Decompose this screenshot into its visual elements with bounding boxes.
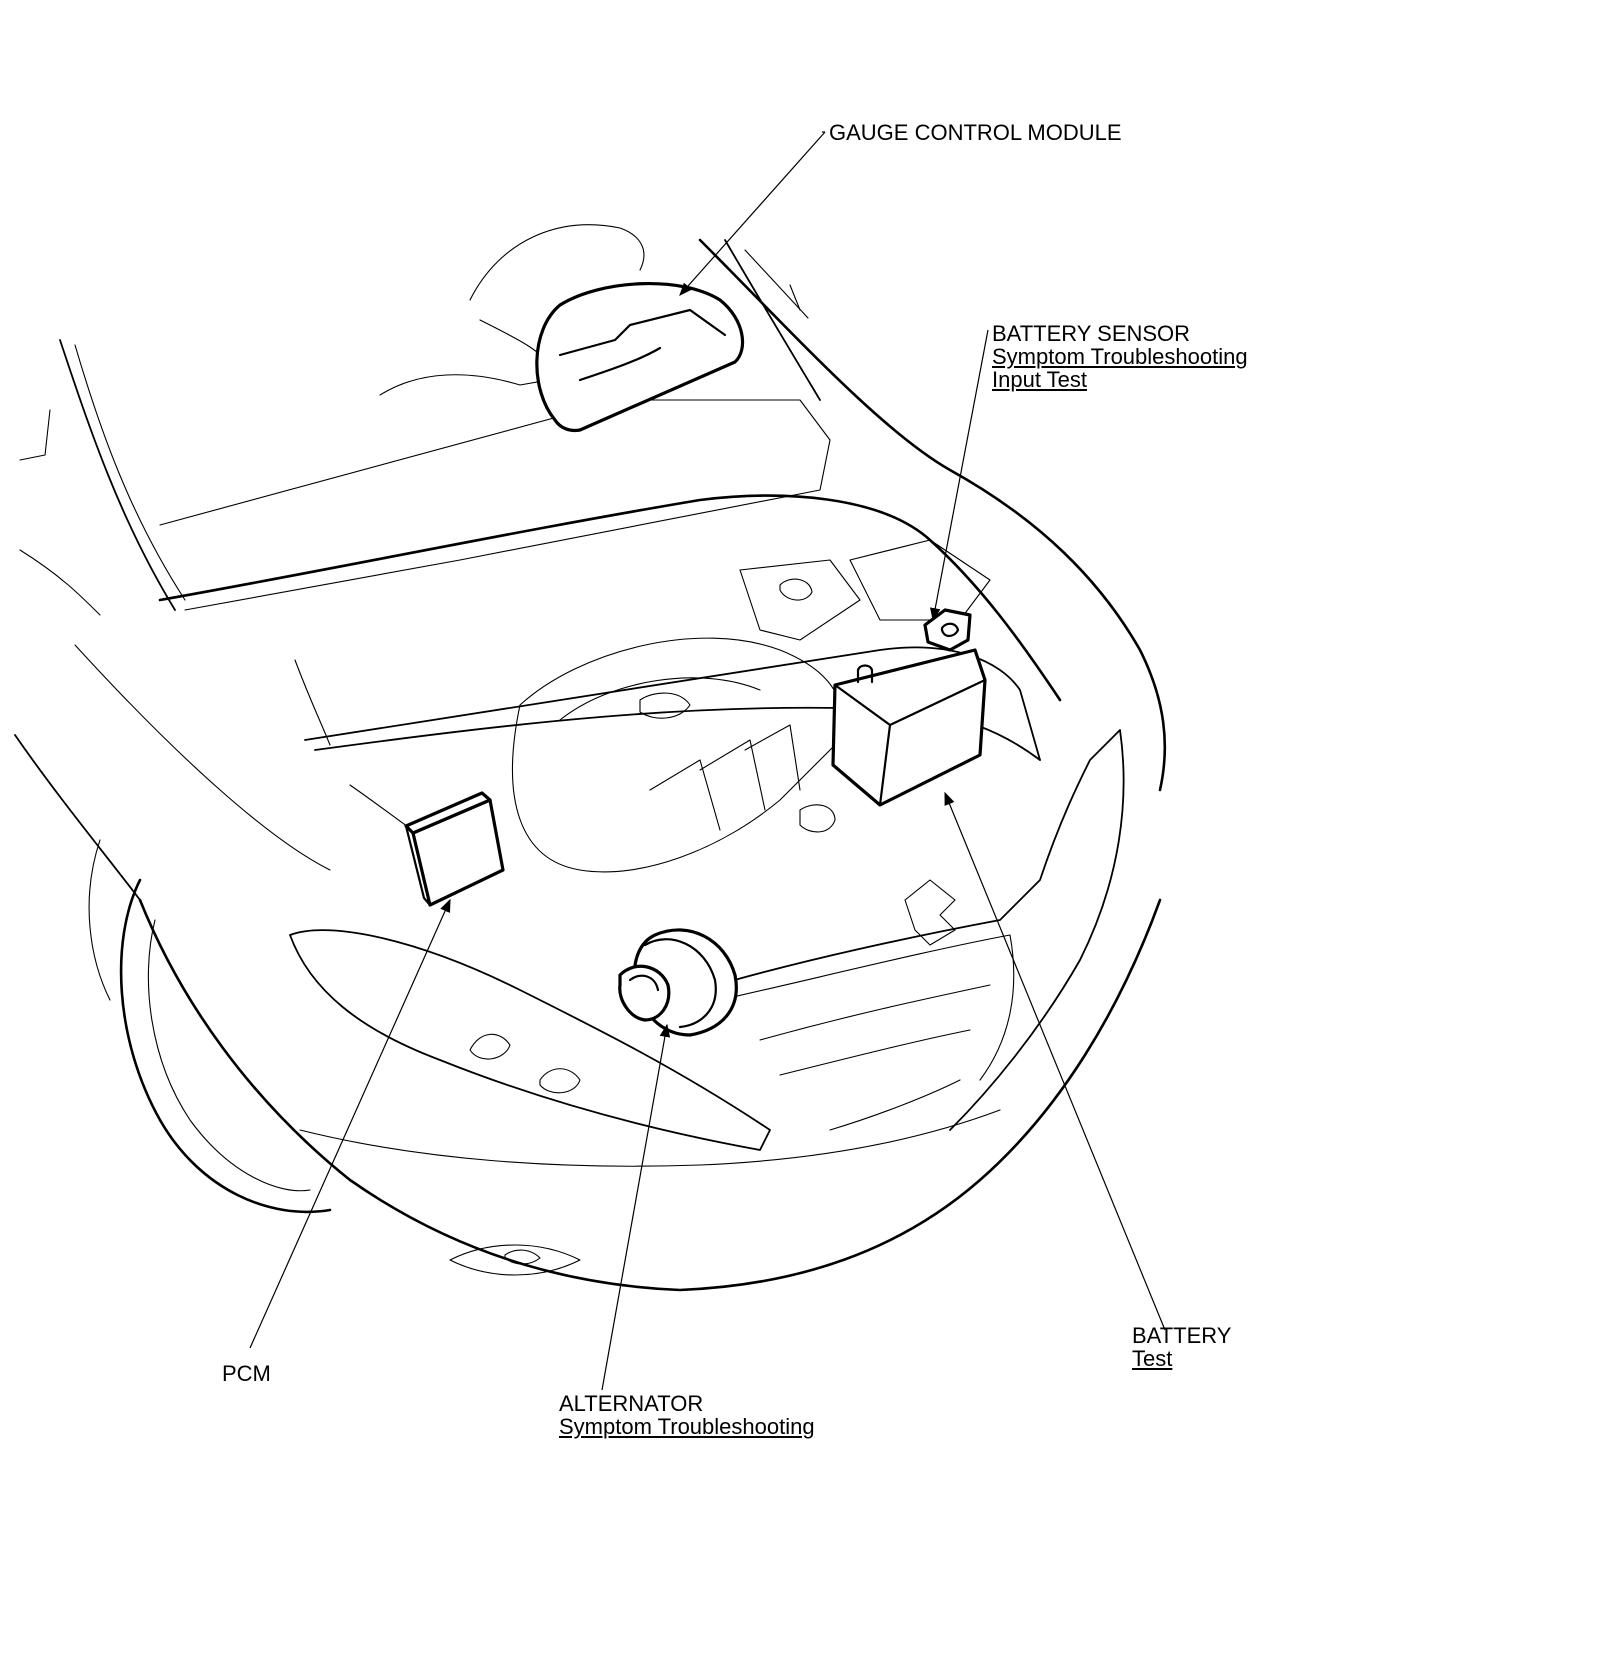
label-battery: BATTERY Test: [1132, 1324, 1231, 1370]
label-battery-sensor: BATTERY SENSOR Symptom Troubleshooting I…: [992, 322, 1248, 391]
label-alternator: ALTERNATOR Symptom Troubleshooting: [559, 1392, 815, 1438]
label-pcm: PCM: [222, 1362, 271, 1385]
front-wheel: [119, 878, 332, 1214]
battery-test-link[interactable]: Test: [1132, 1346, 1173, 1371]
front-bumper: [138, 898, 1162, 1292]
alternator-shape: [618, 928, 738, 1037]
leader-lines: [249, 131, 1166, 1391]
gauge-control-module-name: GAUGE CONTROL MODULE: [829, 120, 1122, 145]
windshield-outline: [159, 399, 831, 611]
leader-battery: [944, 791, 1166, 1331]
left-fender: [14, 734, 141, 901]
hood-outline: [158, 494, 1062, 702]
headlight: [289, 929, 771, 1151]
battery-sensor-symptom-troubleshooting-link[interactable]: Symptom Troubleshooting: [992, 344, 1248, 369]
battery-sensor-name: BATTERY SENSOR: [992, 321, 1191, 346]
engine-cover: [511, 637, 844, 873]
battery-shape: [831, 648, 987, 807]
alternator-name: ALTERNATOR: [559, 1391, 704, 1416]
battery-name: BATTERY: [1132, 1323, 1232, 1348]
grille-outline: [699, 729, 1125, 1131]
label-gauge-control-module: GAUGE CONTROL MODULE: [829, 121, 1122, 144]
leader-pcm: [249, 898, 451, 1349]
battery-sensor-input-test-link[interactable]: Input Test: [992, 367, 1087, 392]
pcm-shape: [404, 791, 505, 907]
leader-alternator: [601, 1023, 671, 1391]
alternator-symptom-troubleshooting-link[interactable]: Symptom Troubleshooting: [559, 1414, 815, 1439]
battery-sensor-shape: [923, 608, 972, 652]
leader-gauge-control-module: [679, 131, 826, 296]
pcm-name: PCM: [222, 1361, 271, 1386]
a-pillar: [59, 339, 176, 611]
gauge-control-module-shape: [535, 282, 745, 433]
leader-battery-sensor: [930, 329, 989, 622]
